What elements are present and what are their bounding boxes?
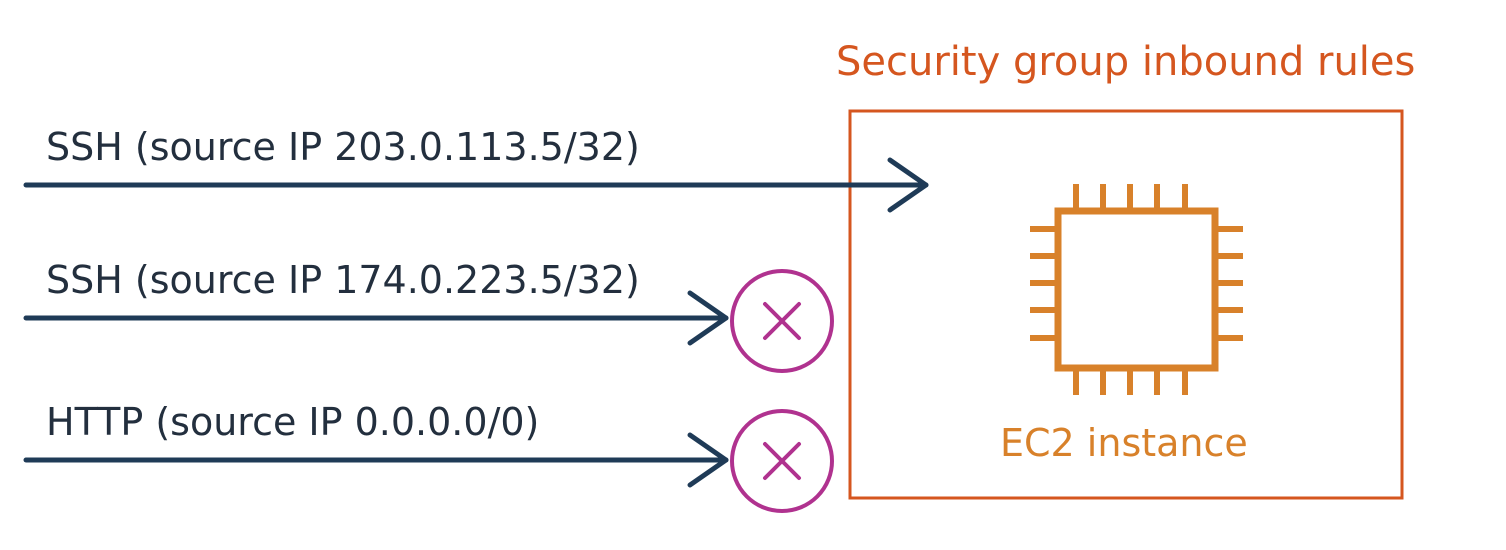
deny-x-icon [730,269,834,373]
security-group-box [848,109,1404,500]
traffic-arrow-ssh-denied [23,290,729,346]
traffic-arrow-ssh-allowed [23,157,929,213]
ec2-instance-label: EC2 instance [1000,421,1248,465]
deny-x-icon [730,409,834,513]
traffic-label-ssh-allowed: SSH (source IP 203.0.113.5/32) [46,125,640,169]
traffic-arrow-http-denied [23,432,729,488]
ec2-chip-icon [1030,184,1243,395]
traffic-label-http-denied: HTTP (source IP 0.0.0.0/0) [46,400,540,444]
security-group-title: Security group inbound rules [836,39,1416,85]
traffic-label-ssh-denied: SSH (source IP 174.0.223.5/32) [46,258,640,302]
